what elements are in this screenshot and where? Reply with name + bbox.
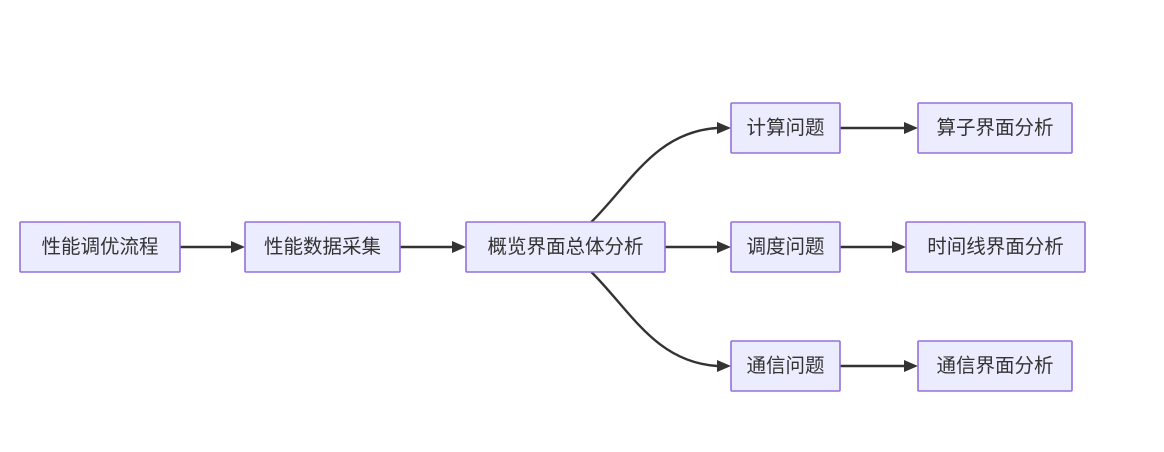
node-label: 时间线界面分析: [927, 236, 1064, 258]
node-label: 通信问题: [746, 355, 824, 377]
node-box[interactable]: [730, 102, 841, 154]
flow-node-n4[interactable]: 计算问题: [730, 102, 841, 154]
arrowhead-icon: [717, 122, 731, 134]
edge-line: [590, 271, 718, 368]
arrowhead-icon: [904, 122, 918, 134]
edge-n6-to-n7: [840, 241, 906, 253]
edges-layer: [180, 122, 918, 372]
edge-n2-to-n3: [400, 241, 466, 253]
node-box[interactable]: [730, 340, 841, 392]
node-label: 通信界面分析: [936, 355, 1053, 377]
arrowhead-icon: [717, 241, 731, 253]
arrowhead-icon: [892, 241, 906, 253]
edge-n3-to-n8: [590, 271, 731, 372]
node-label: 概览界面总体分析: [487, 236, 643, 258]
flow-node-n1[interactable]: 性能调优流程: [19, 221, 181, 273]
flow-node-n7[interactable]: 时间线界面分析: [905, 221, 1086, 273]
node-box[interactable]: [917, 102, 1073, 154]
node-box[interactable]: [244, 221, 401, 273]
node-box[interactable]: [730, 221, 841, 273]
node-box[interactable]: [905, 221, 1086, 273]
flow-node-n8[interactable]: 通信问题: [730, 340, 841, 392]
edge-n3-to-n6: [665, 241, 731, 253]
flow-node-n9[interactable]: 通信界面分析: [917, 340, 1073, 392]
arrowhead-icon: [717, 360, 731, 372]
flow-node-n5[interactable]: 算子界面分析: [917, 102, 1073, 154]
node-box[interactable]: [917, 340, 1073, 392]
flow-node-n3[interactable]: 概览界面总体分析: [465, 221, 666, 273]
flow-node-n2[interactable]: 性能数据采集: [244, 221, 401, 273]
node-box[interactable]: [19, 221, 181, 273]
arrowhead-icon: [452, 241, 466, 253]
node-label: 调度问题: [746, 236, 824, 258]
node-box[interactable]: [465, 221, 666, 273]
arrowhead-icon: [231, 241, 245, 253]
edge-n3-to-n4: [590, 122, 731, 223]
edge-line: [590, 126, 718, 223]
node-label: 性能数据采集: [264, 236, 381, 258]
edge-n8-to-n9: [840, 360, 918, 372]
edge-n1-to-n2: [180, 241, 245, 253]
arrowhead-icon: [904, 360, 918, 372]
edge-n4-to-n5: [840, 122, 918, 134]
flow-node-n6[interactable]: 调度问题: [730, 221, 841, 273]
node-label: 计算问题: [746, 117, 824, 139]
node-label: 算子界面分析: [936, 117, 1053, 139]
node-label: 性能调优流程: [41, 236, 158, 258]
